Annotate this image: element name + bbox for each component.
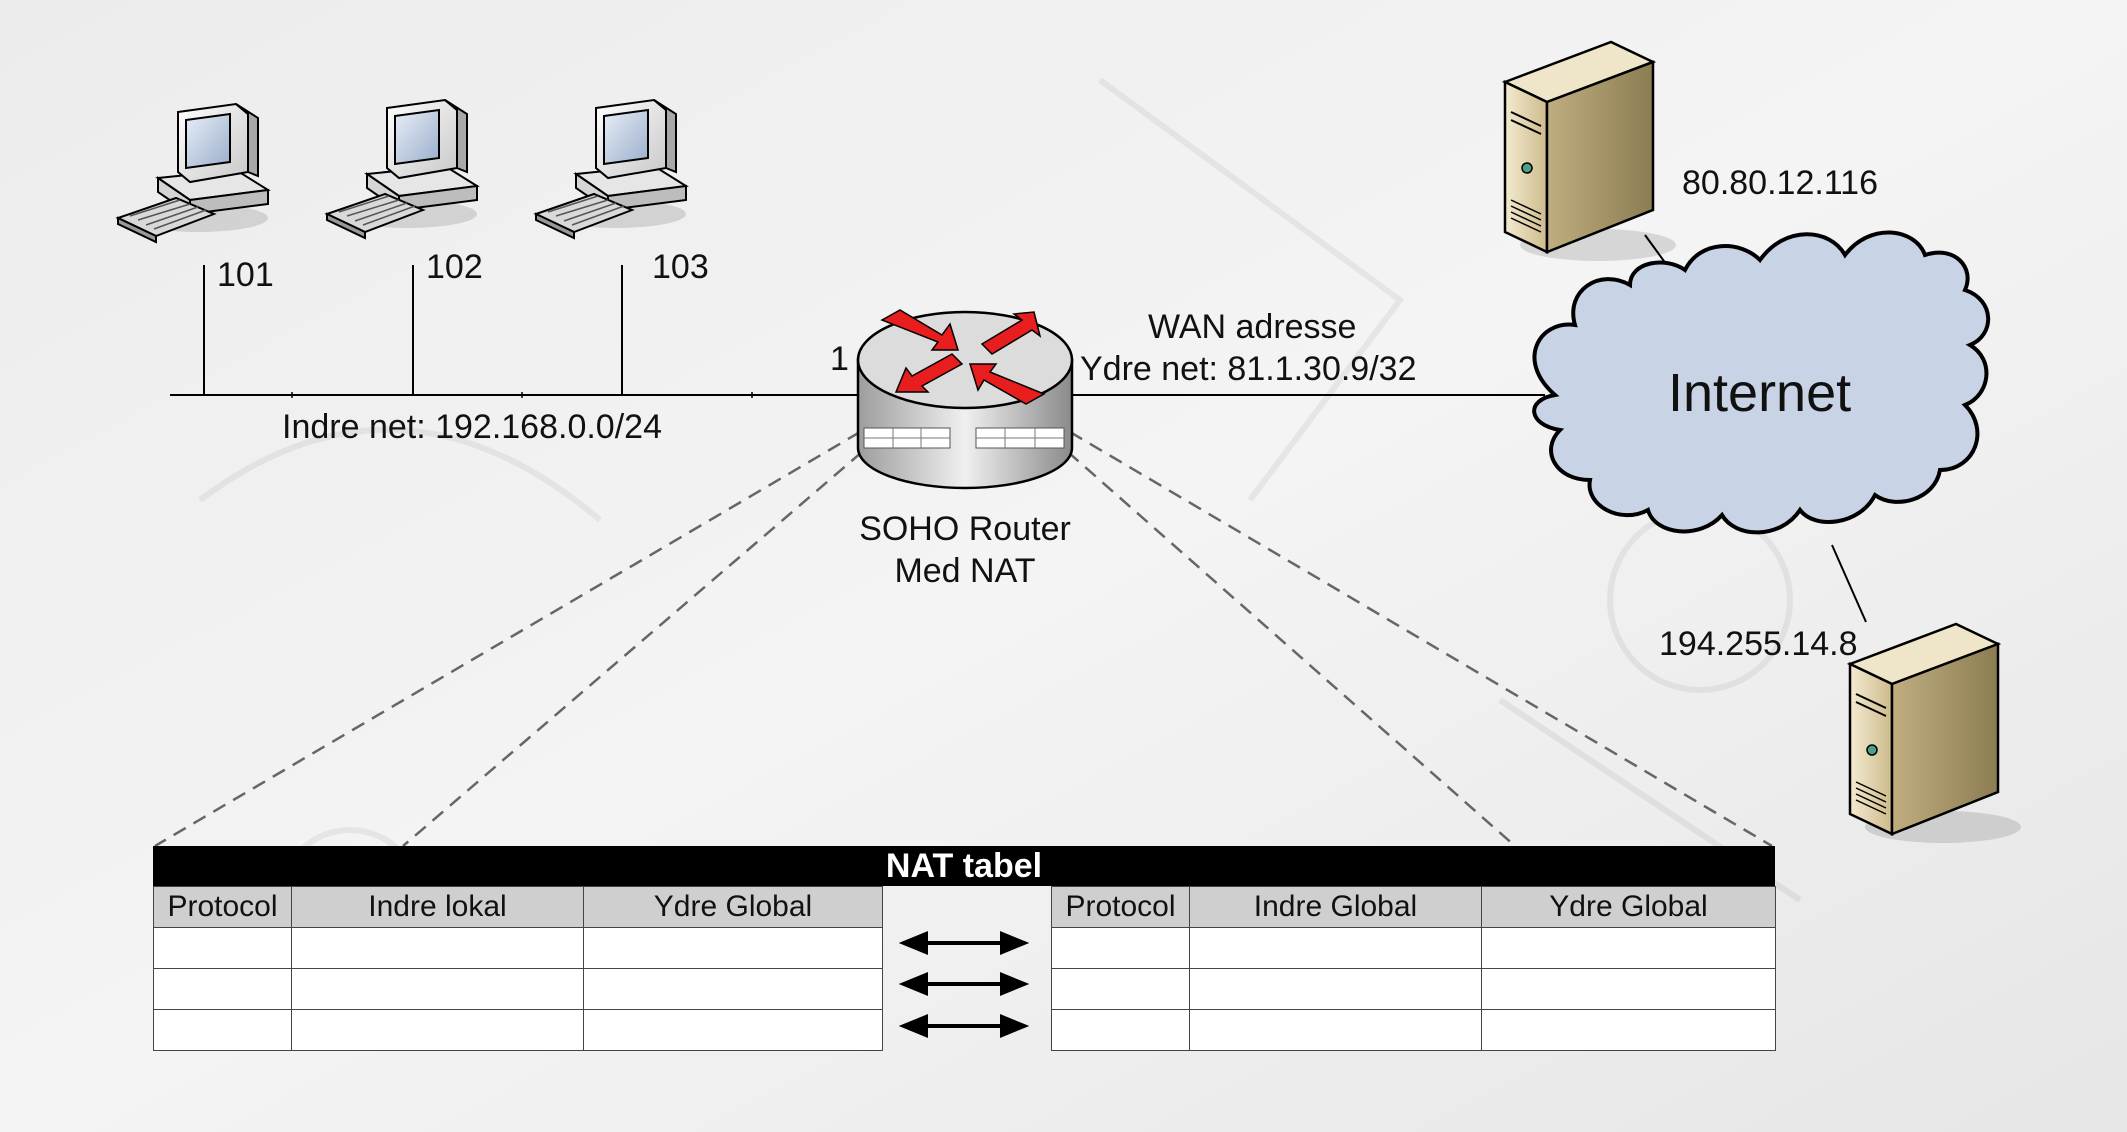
table-row [1051,927,1776,969]
table-cell[interactable] [153,927,292,969]
nat-right-header-row: Protocol Indre Global Ydre Global [1051,886,1776,928]
table-row [153,968,883,1010]
table-cell[interactable] [1051,1009,1190,1051]
table-cell[interactable] [1189,968,1482,1010]
table-cell[interactable] [291,968,584,1010]
nat-left-header-outer-global: Ydre Global [583,886,883,928]
router-to-table-lines [154,430,1773,848]
table-cell[interactable] [583,968,883,1010]
outer-net-label: Ydre net: 81.1.30.9/32 [1080,350,1417,388]
computer-101-label: 101 [217,256,274,294]
router-port-label: 1 [830,340,849,378]
nat-left-header-protocol: Protocol [153,886,292,928]
server-2-ip: 194.255.14.8 [1659,625,1858,663]
nat-table-title: NAT tabel [153,846,1775,886]
nat-table-left: Protocol Indre lokal Ydre Global [153,886,883,1051]
table-cell[interactable] [1189,927,1482,969]
router-name-line1: SOHO Router [859,510,1071,548]
server-1-ip: 80.80.12.116 [1682,164,1878,202]
table-cell[interactable] [1481,968,1776,1010]
table-row [153,927,883,969]
table-cell[interactable] [583,927,883,969]
router-arrows-icon [880,309,1046,405]
nat-right-header-protocol: Protocol [1051,886,1190,928]
nat-left-header-inner-local: Indre lokal [291,886,584,928]
computer-103-label: 103 [652,248,709,286]
nat-right-header-inner-global: Indre Global [1189,886,1482,928]
server-2-link [1831,544,1867,623]
table-cell[interactable] [1051,968,1190,1010]
table-cell[interactable] [291,1009,584,1051]
table-row [1051,968,1776,1010]
table-cell[interactable] [1051,927,1190,969]
table-row [1051,1009,1776,1051]
inner-net-label: Indre net: 192.168.0.0/24 [282,408,662,446]
wan-address-label: WAN adresse [1148,308,1357,346]
nat-left-header-row: Protocol Indre lokal Ydre Global [153,886,883,928]
router-name-line2: Med NAT [894,552,1036,590]
table-cell[interactable] [583,1009,883,1051]
table-cell[interactable] [291,927,584,969]
table-cell[interactable] [153,1009,292,1051]
nat-mapping-arrows [898,931,1030,1038]
table-cell[interactable] [1189,1009,1482,1051]
soho-router-icon [856,309,1074,490]
internet-cloud-icon [1532,230,1991,535]
internet-label: Internet [1668,363,1852,423]
router-name-label: SOHO Router Med NAT [845,508,1085,592]
computer-102-label: 102 [426,248,483,286]
table-row [153,1009,883,1051]
nat-table-right: Protocol Indre Global Ydre Global [1051,886,1776,1051]
nat-right-header-outer-global: Ydre Global [1481,886,1776,928]
table-cell[interactable] [153,968,292,1010]
table-cell[interactable] [1481,1009,1776,1051]
table-cell[interactable] [1481,927,1776,969]
